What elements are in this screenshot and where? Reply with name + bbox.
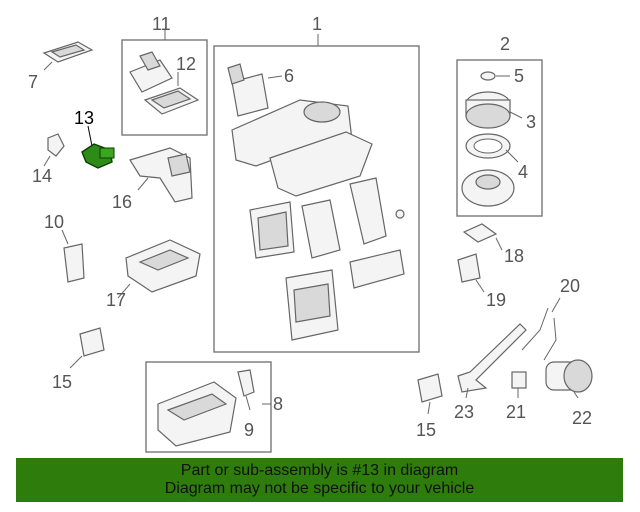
- part-4[interactable]: [465, 133, 519, 163]
- part-11[interactable]: [129, 30, 173, 93]
- group-box-1: [213, 45, 420, 353]
- banner-line-part: Part or sub-assembly is #13 in diagram: [180, 462, 459, 479]
- exploded-parts-diagram: 1 2 3 4 5 6 7 8 9 10 11 12 13 14 15 15 1…: [28, 14, 593, 453]
- callout-14: 14: [32, 166, 52, 186]
- part-13-highlighted[interactable]: [81, 125, 115, 169]
- part-20[interactable]: [521, 297, 561, 361]
- info-banner: Part or sub-assembly is #13 in diagram D…: [16, 458, 623, 502]
- part-14[interactable]: [43, 133, 65, 167]
- callout-21: 21: [506, 402, 526, 422]
- callout-3: 3: [526, 112, 536, 132]
- callout-15-right: 15: [416, 420, 436, 440]
- callout-13: 13: [74, 108, 94, 128]
- callout-18: 18: [504, 246, 524, 266]
- callout-6: 6: [284, 66, 294, 86]
- callout-12: 12: [176, 54, 196, 74]
- callout-15-left: 15: [52, 372, 72, 392]
- part-17[interactable]: [117, 239, 201, 299]
- callout-23: 23: [454, 402, 474, 422]
- part-19[interactable]: [457, 253, 485, 293]
- callout-19: 19: [486, 290, 506, 310]
- group-box-8: [145, 361, 272, 453]
- callout-10: 10: [44, 212, 64, 232]
- group-box-2: [456, 59, 543, 217]
- callout-5: 5: [514, 66, 524, 86]
- callout-8: 8: [273, 394, 283, 414]
- callout-9: 9: [244, 420, 254, 440]
- callout-17: 17: [106, 290, 126, 310]
- callout-22: 22: [572, 408, 592, 428]
- part-8[interactable]: [157, 381, 271, 447]
- callout-16: 16: [112, 192, 132, 212]
- part-15-right[interactable]: [417, 373, 443, 415]
- part-5[interactable]: [480, 71, 510, 81]
- part-12[interactable]: [143, 72, 200, 115]
- part-10[interactable]: [61, 229, 85, 283]
- part-16[interactable]: [129, 147, 193, 203]
- part-6[interactable]: [227, 63, 283, 117]
- part-3[interactable]: [465, 91, 523, 129]
- callout-20: 20: [560, 276, 580, 296]
- blower-motor[interactable]: [461, 169, 515, 207]
- callout-1: 1: [312, 14, 322, 34]
- part-18[interactable]: [462, 223, 503, 251]
- callout-2: 2: [500, 34, 510, 54]
- callout-7: 7: [28, 72, 38, 92]
- callout-11: 11: [152, 14, 171, 34]
- banner-line-disclaimer: Diagram may not be specific to your vehi…: [164, 480, 475, 497]
- part-9[interactable]: [237, 369, 255, 411]
- part-21[interactable]: [511, 371, 527, 398]
- part-7[interactable]: [42, 41, 94, 71]
- part-22[interactable]: [545, 359, 593, 399]
- part-15-left[interactable]: [69, 327, 105, 369]
- part-1[interactable]: [231, 34, 405, 341]
- callout-4: 4: [518, 162, 528, 182]
- part-23[interactable]: [457, 323, 527, 399]
